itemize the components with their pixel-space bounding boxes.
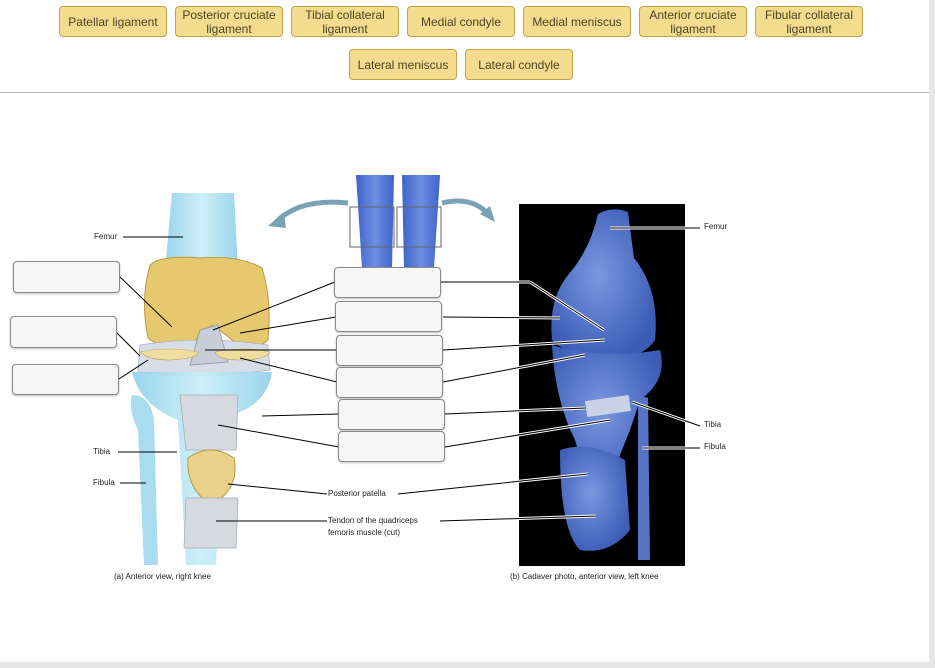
leg-right bbox=[356, 175, 394, 268]
chip-medial-condyle[interactable]: Medial condyle bbox=[407, 6, 515, 37]
window-right-edge bbox=[929, 0, 935, 668]
arrow-right-head bbox=[480, 206, 495, 222]
cadaver-fibula bbox=[638, 395, 650, 560]
chip-medial-meniscus[interactable]: Medial meniscus bbox=[523, 6, 631, 37]
quadriceps-tendon bbox=[183, 497, 239, 549]
label-tendon-line1: Tendon of the quadriceps bbox=[328, 516, 418, 525]
label-posterior-patella: Posterior patella bbox=[328, 489, 386, 498]
knee-box-right bbox=[349, 206, 395, 248]
arrow-left-curve bbox=[274, 199, 349, 224]
chip-posterior-cruciate-ligament[interactable]: Posterior cruciate ligament bbox=[175, 6, 283, 37]
leg-left bbox=[402, 175, 440, 268]
arrow-right-curve bbox=[441, 198, 490, 216]
knee-box-left bbox=[396, 206, 442, 248]
cadaver-photo bbox=[519, 204, 685, 566]
label-femur-right: Femur bbox=[704, 222, 728, 231]
chip-lateral-condyle[interactable]: Lateral condyle bbox=[465, 49, 573, 80]
left-knee-illustration bbox=[130, 193, 272, 565]
label-tibia-right: Tibia bbox=[704, 420, 722, 429]
drop-target-left-3[interactable] bbox=[12, 364, 119, 395]
caption-right: (b) Cadaver photo, anterior view, left k… bbox=[510, 572, 659, 581]
label-fibula-right: Fibula bbox=[704, 442, 726, 451]
chip-tibial-collateral-ligament[interactable]: Tibial collateral ligament bbox=[291, 6, 399, 37]
chip-anterior-cruciate-ligament[interactable]: Anterior cruciate ligament bbox=[639, 6, 747, 37]
label-tendon-line2: femoris muscle (cut) bbox=[328, 528, 401, 537]
drop-target-left-1[interactable] bbox=[13, 261, 120, 293]
cadaver-femur bbox=[551, 209, 656, 357]
chip-fibular-collateral-ligament[interactable]: Fibular collateral ligament bbox=[755, 6, 863, 37]
drop-target-left-2[interactable] bbox=[10, 316, 117, 348]
legs-orientation-icon bbox=[268, 175, 495, 268]
fibula-bone bbox=[130, 395, 158, 565]
drop-target-center-4[interactable] bbox=[336, 367, 443, 398]
patellar-ligament bbox=[179, 394, 239, 451]
drop-target-center-2[interactable] bbox=[335, 301, 442, 332]
label-fibula-left: Fibula bbox=[93, 478, 115, 487]
leader-lines-left bbox=[116, 236, 340, 522]
drop-target-center-5[interactable] bbox=[338, 399, 445, 430]
drop-target-center-3[interactable] bbox=[336, 335, 443, 366]
chip-lateral-meniscus[interactable]: Lateral meniscus bbox=[349, 49, 457, 80]
cadaver-patella-tendon bbox=[560, 446, 630, 551]
arrow-left-head bbox=[268, 212, 286, 228]
label-tibia-left: Tibia bbox=[93, 447, 111, 456]
drop-target-center-1[interactable] bbox=[334, 267, 441, 298]
label-femur-left: Femur bbox=[94, 232, 118, 241]
caption-left: (a) Anterior view, right knee bbox=[114, 572, 211, 581]
leader-lines-right-core bbox=[397, 227, 701, 522]
drop-target-center-6[interactable] bbox=[338, 431, 445, 462]
word-bank: Patellar ligament Posterior cruciate lig… bbox=[0, 0, 933, 93]
window-bottom-edge bbox=[0, 662, 935, 668]
cadaver-ligament-band bbox=[585, 395, 631, 417]
chip-patellar-ligament[interactable]: Patellar ligament bbox=[59, 6, 167, 37]
menisci bbox=[139, 348, 271, 361]
femur-bone bbox=[165, 193, 238, 270]
